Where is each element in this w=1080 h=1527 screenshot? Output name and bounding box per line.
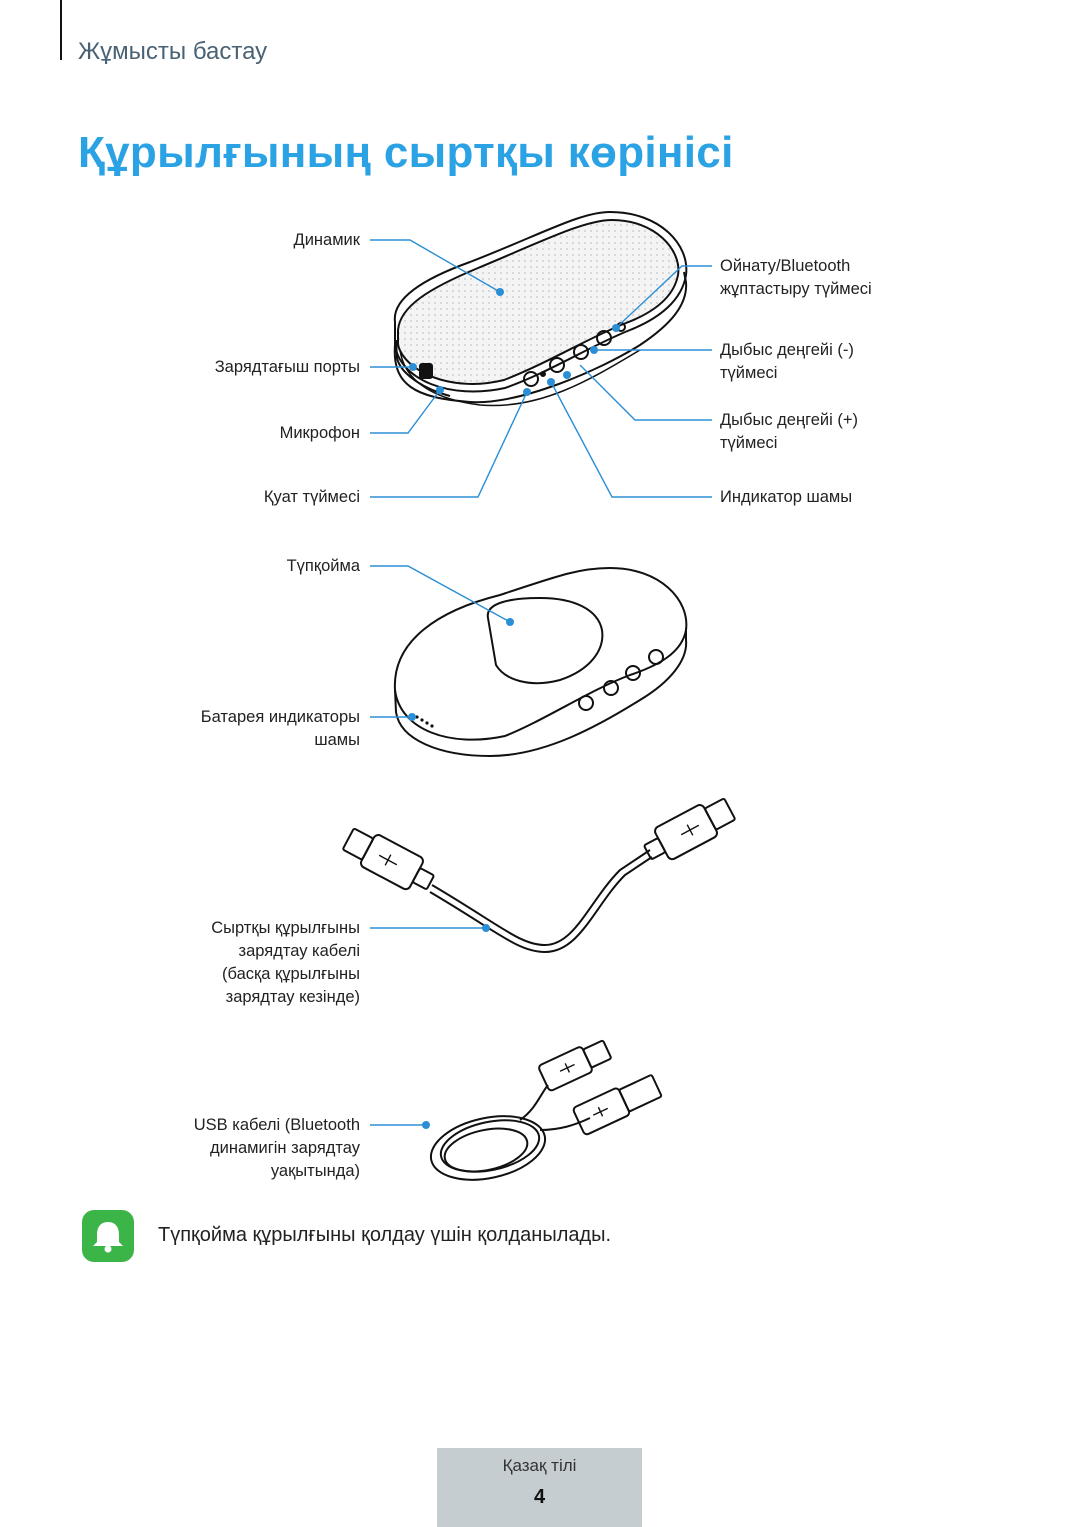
page-title: Құрылғының сыртқы көрінісі bbox=[78, 128, 734, 177]
label-ext-cable-line-4: зарядтау кезінде) bbox=[225, 988, 360, 1006]
page-footer: Қазақ тілі 4 bbox=[437, 1448, 642, 1527]
speaker-dock-view bbox=[393, 566, 688, 758]
usb-cable bbox=[429, 1039, 663, 1181]
header-rule bbox=[60, 0, 62, 60]
label-usb-cable-line-3: уақытында) bbox=[270, 1162, 360, 1180]
label-power-button: Қуат түймесі bbox=[263, 488, 360, 506]
leader-dots bbox=[408, 288, 620, 1129]
label-ext-cable-line-3: (басқа құрылғыны bbox=[222, 965, 360, 983]
label-play-bluetooth: Ойнату/Bluetooth жұптастыру түймесі bbox=[720, 255, 872, 301]
label-vol-down-line-2: түймесі bbox=[720, 364, 778, 382]
page-number: 4 bbox=[533, 1486, 546, 1508]
label-usb-cable-line-1: USB кабелі (Bluetooth bbox=[193, 1116, 360, 1134]
label-vol-up-line-2: түймесі bbox=[720, 434, 778, 452]
leader-lines bbox=[370, 239, 712, 1126]
footer-language: Қазақ тілі bbox=[502, 1456, 577, 1475]
external-charging-cable bbox=[342, 797, 736, 954]
label-battery-indicator: Батарея индикаторы шамы bbox=[201, 706, 360, 752]
label-vol-up-line-1: Дыбыс деңгейі (+) bbox=[720, 411, 859, 429]
label-speaker: Динамик bbox=[293, 231, 360, 249]
label-volume-up: Дыбыс деңгейі (+) түймесі bbox=[720, 409, 858, 455]
label-battery-line-1: Батарея индикаторы bbox=[200, 708, 360, 726]
label-volume-down: Дыбыс деңгейі (-) түймесі bbox=[720, 339, 854, 385]
section-title: Жұмысты бастау bbox=[78, 38, 268, 65]
label-play-bt-line-2: жұптастыру түймесі bbox=[720, 280, 872, 298]
note-badge bbox=[82, 1210, 134, 1262]
label-battery-line-2: шамы bbox=[314, 731, 360, 749]
label-dock: Түпқойма bbox=[286, 557, 360, 575]
label-microphone: Микрофон bbox=[279, 424, 360, 442]
label-external-cable: Сыртқы құрылғыны зарядтау кабелі (басқа … bbox=[211, 917, 360, 1009]
label-ext-cable-line-2: зарядтау кабелі bbox=[238, 942, 360, 960]
note-text: Түпқойма құрылғыны қолдау үшін қолданыла… bbox=[158, 1224, 612, 1246]
label-usb-cable: USB кабелі (Bluetooth динамигін зарядтау… bbox=[194, 1114, 360, 1183]
label-indicator: Индикатор шамы bbox=[720, 488, 853, 506]
label-ext-cable-line-1: Сыртқы құрылғыны bbox=[211, 919, 360, 937]
speaker-top-view bbox=[393, 210, 688, 407]
label-play-bt-line-1: Ойнату/Bluetooth bbox=[720, 257, 851, 275]
label-charging-port: Зарядтағыш порты bbox=[214, 358, 360, 376]
label-vol-down-line-1: Дыбыс деңгейі (-) bbox=[720, 341, 854, 359]
label-usb-cable-line-2: динамигін зарядтау bbox=[210, 1139, 360, 1157]
bell-icon bbox=[93, 1222, 123, 1253]
